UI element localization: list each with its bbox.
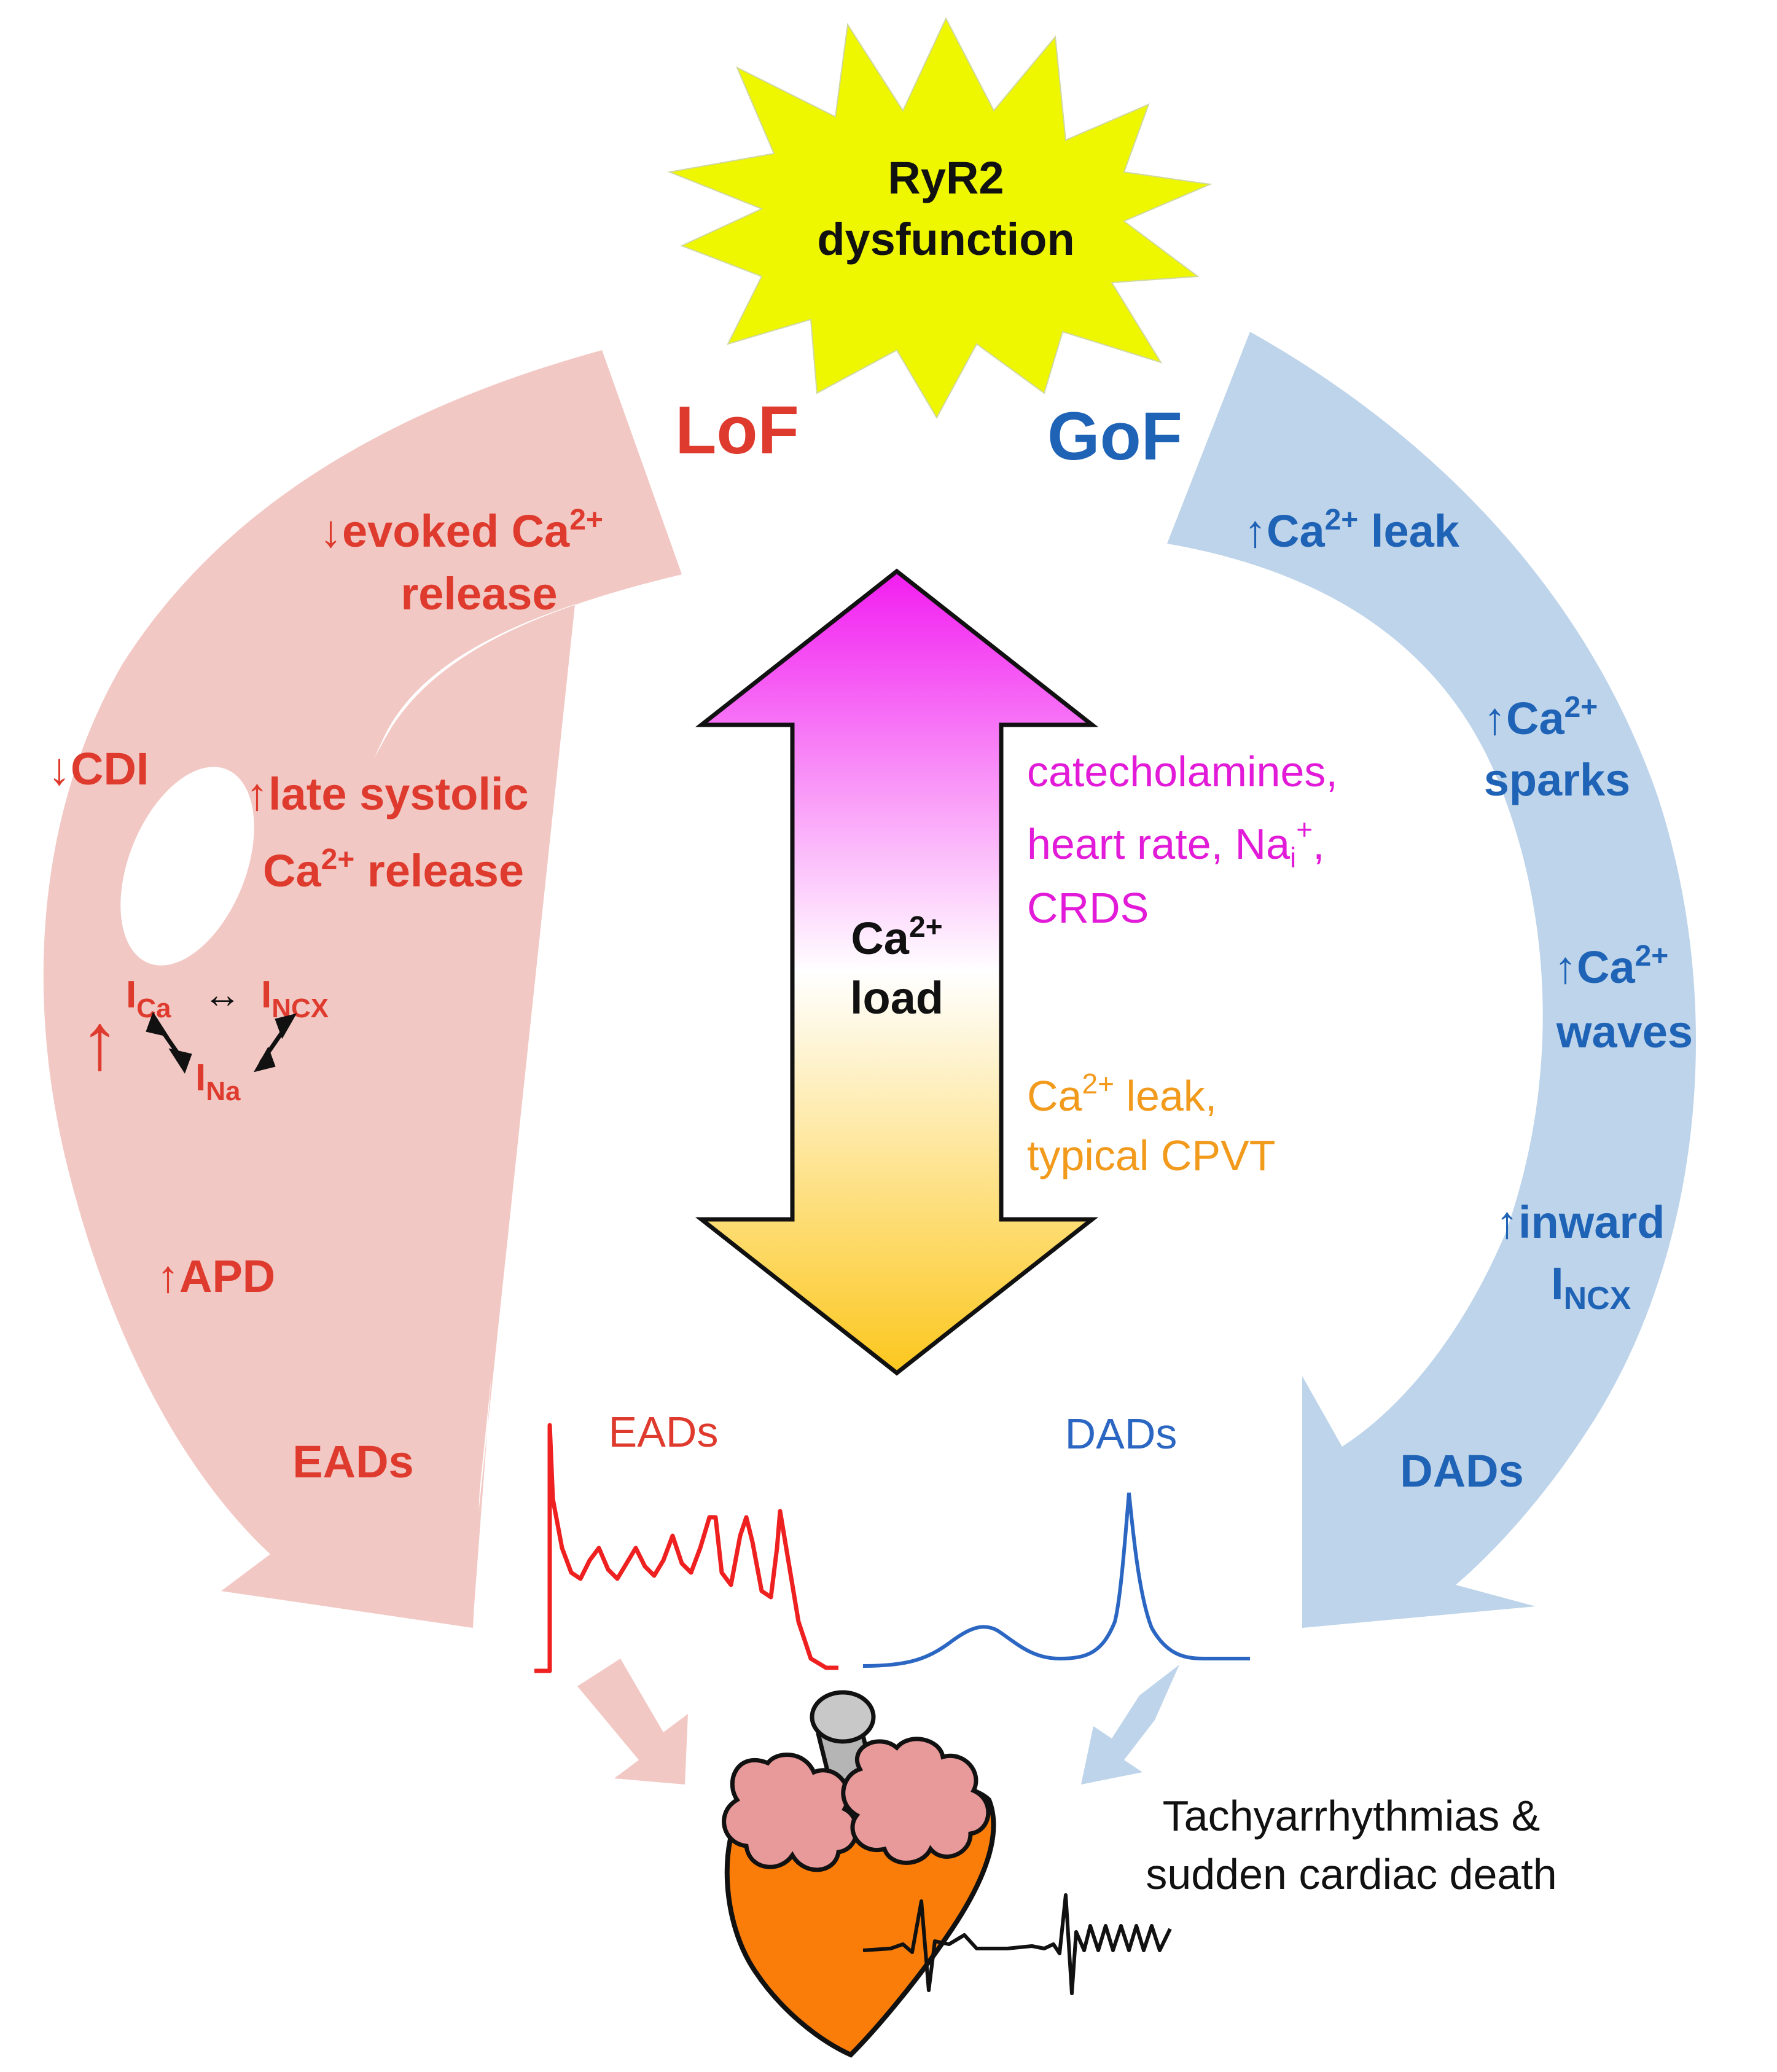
- lof-title: LoF: [675, 393, 799, 468]
- lof-swap-arrow: ↔: [203, 974, 241, 1016]
- lof-cdi: ↓CDI: [48, 743, 149, 794]
- gof-waves-line1: ↑Ca2+: [1554, 940, 1668, 993]
- lof-inner-loop: [120, 767, 254, 966]
- lof-evoked-line2: release: [400, 568, 557, 619]
- lof-ina: INa: [195, 1057, 241, 1106]
- right-atrium: [841, 1737, 991, 1865]
- heart-illustration: [722, 1690, 1172, 2058]
- ryr2-starburst: [667, 17, 1213, 420]
- lof-items: ↓evoked Ca2+ release ↓CDI ↑late systolic…: [48, 504, 603, 1487]
- lof-eads: EADs: [292, 1436, 413, 1487]
- modulators-line2: heart rate, Nai+,: [1027, 813, 1325, 874]
- outcome-line2: sudden cardiac death: [1146, 1850, 1556, 1898]
- gof-waves-line2: waves: [1556, 1006, 1693, 1057]
- ca-load-double-arrow: [695, 568, 1099, 1376]
- gof-inward-line2: INCX: [1551, 1258, 1631, 1316]
- burst-line2: dysfunction: [817, 214, 1074, 265]
- ead-trace-group: EADs: [534, 1408, 838, 1673]
- dad-trace-group: DADs: [862, 1410, 1250, 1668]
- ead-trace: [534, 1423, 838, 1673]
- ca-load-line2: load: [850, 972, 943, 1023]
- ead-trace-label: EADs: [609, 1408, 719, 1456]
- gof-inward-line1: ↑inward: [1496, 1197, 1665, 1248]
- lof-to-heart-arrow: [577, 1659, 688, 1785]
- gof-title: GoF: [1047, 399, 1182, 474]
- leak-line1: Ca2+ leak,: [1027, 1068, 1217, 1120]
- outcome-line1: Tachyarrhythmias &: [1163, 1792, 1541, 1840]
- leak-line2: typical CPVT: [1027, 1132, 1276, 1179]
- ca-load-line1: Ca2+: [851, 911, 942, 964]
- lof-current-links: [146, 1012, 297, 1074]
- lof-apd: ↑APD: [157, 1251, 275, 1302]
- gof-to-heart-arrow: [1081, 1665, 1179, 1785]
- gof-dads: DADs: [1400, 1445, 1523, 1496]
- modulators-line3: CRDS: [1027, 884, 1149, 932]
- lof-late-line2: Ca2+ release: [263, 843, 524, 896]
- dad-trace-label: DADs: [1065, 1410, 1178, 1458]
- lof-evoked-line1: ↓evoked Ca2+: [319, 504, 603, 557]
- lof-currents-up-arrow: ↑: [80, 996, 120, 1086]
- gof-leak: ↑Ca2+ leak: [1244, 504, 1460, 557]
- gof-sparks-line2: sparks: [1484, 754, 1631, 805]
- lof-late-line1: ↑late systolic: [246, 768, 529, 819]
- gof-items: ↑Ca2+ leak ↑Ca2+ sparks ↑Ca2+ waves ↑inw…: [1244, 504, 1693, 1496]
- gof-curved-arrow: [1167, 332, 1697, 1628]
- burst-line1: RyR2: [888, 152, 1004, 203]
- modulators-line1: catecholamines,: [1027, 748, 1338, 796]
- ecg-trace: [862, 1893, 1172, 1995]
- gof-sparks-line1: ↑Ca2+: [1483, 691, 1598, 744]
- aorta-top: [810, 1690, 876, 1744]
- lof-curved-arrow: [43, 350, 682, 1628]
- left-atrium: [722, 1753, 859, 1872]
- dad-trace: [862, 1492, 1250, 1668]
